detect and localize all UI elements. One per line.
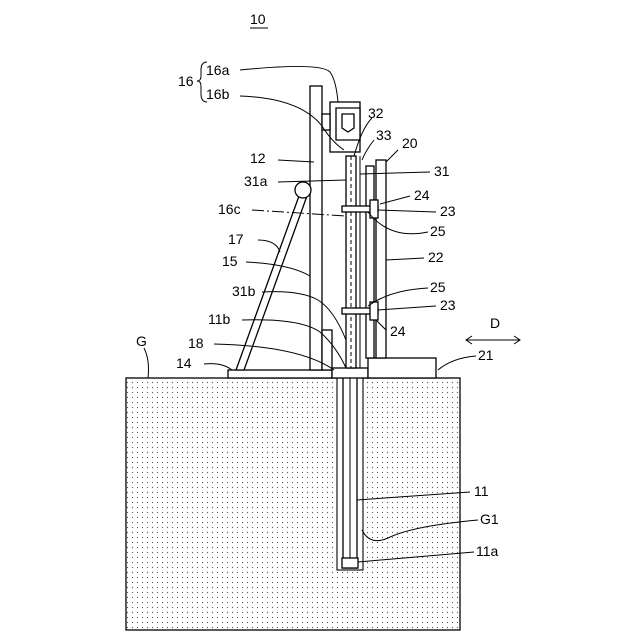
leader-14 (204, 364, 232, 370)
label-22: 22 (428, 249, 444, 265)
base-plate-right (368, 358, 436, 378)
label-14: 14 (176, 355, 192, 371)
label-16a: 16a (206, 62, 230, 78)
leader-22 (386, 258, 424, 260)
figure-number: 10 (250, 11, 266, 27)
leader-23-bot (378, 306, 436, 310)
label-12: 12 (250, 150, 266, 166)
label-18: 18 (188, 335, 204, 351)
leader-20 (386, 150, 398, 162)
label-15: 15 (222, 253, 238, 269)
label-31a: 31a (244, 173, 268, 189)
label-32: 32 (368, 105, 384, 121)
label-17: 17 (228, 231, 244, 247)
label-D: D (490, 315, 500, 331)
label-23-bot: 23 (440, 297, 456, 313)
label-20: 20 (402, 135, 418, 151)
label-23-top: 23 (440, 203, 456, 219)
label-11a: 11a (476, 543, 499, 559)
leader-31b (262, 292, 346, 340)
base-clamp (332, 368, 368, 378)
label-16: 16 (178, 73, 194, 89)
label-24-top: 24 (414, 187, 430, 203)
leader-33 (362, 140, 374, 160)
casing-bottom-end (342, 558, 358, 568)
label-24-bot: 24 (390, 323, 406, 339)
drive-head-motor (336, 108, 360, 140)
label-25-bot: 25 (430, 279, 446, 295)
label-25-top: 25 (430, 223, 446, 239)
label-33: 33 (376, 127, 392, 143)
leader-21 (438, 356, 476, 370)
label-16b: 16b (206, 86, 230, 102)
leader-17 (258, 240, 280, 252)
label-G: G (136, 333, 147, 349)
label-11: 11 (474, 483, 489, 499)
label-G1: G1 (480, 511, 499, 527)
base-plate-left (228, 370, 332, 378)
label-16c: 16c (218, 201, 241, 217)
label-31b: 31b (232, 283, 256, 299)
label-11b: 11b (208, 311, 231, 327)
leader-12 (278, 160, 314, 162)
guide-frame-inner (366, 166, 374, 358)
leader-G (144, 348, 149, 378)
ground (126, 378, 460, 630)
strut-pivot (295, 182, 311, 198)
leader-23-top (378, 210, 436, 212)
clamp-lower-block (370, 302, 378, 320)
label-31: 31 (434, 163, 450, 179)
label-21: 21 (478, 347, 494, 363)
